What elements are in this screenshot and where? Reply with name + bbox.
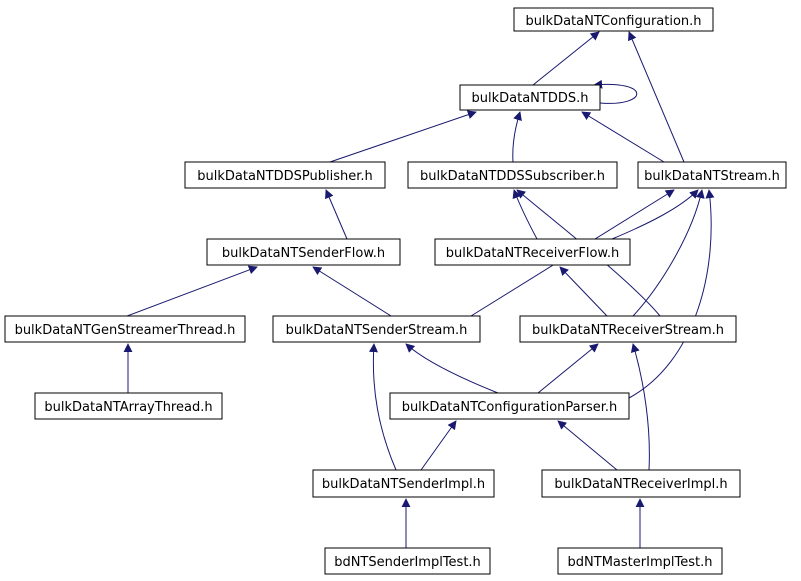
node-dds-box [459,84,601,111]
node-configuration-label: bulkDataNTConfiguration.h [525,14,701,29]
node-receiverstream[interactable]: bulkDataNTReceiverStream.h [519,315,737,343]
edge-subscriber-to-dds [512,111,522,163]
edge-dds-to-configuration [532,31,600,86]
node-senderimpl-box [312,469,495,498]
node-sendertest-box [324,547,491,575]
edge-publisher-to-dds [329,110,477,163]
node-publisher[interactable]: bulkDataNTDDSPublisher.h [184,161,386,189]
node-arraythread-box [34,392,223,420]
node-receiverflow-box [434,238,631,266]
node-receiverstream-label: bulkDataNTReceiverStream.h [532,323,724,338]
node-arraythread[interactable]: bulkDataNTArrayThread.h [34,392,223,420]
node-subscriber-label: bulkDataNTDDSSubscriber.h [420,169,605,184]
node-senderimpl-label: bulkDataNTSenderImpl.h [322,477,485,492]
edge-configparser-to-stream [628,189,715,399]
node-senderflow-box [206,238,401,266]
edge-receiverimpl-to-receiverstream [630,343,650,471]
node-publisher-label: bulkDataNTDDSPublisher.h [197,169,372,184]
edge-senderstream-to-senderflow [312,266,392,317]
edge-senderflow-to-publisher [325,189,348,240]
node-stream[interactable]: bulkDataNTStream.h [637,161,787,189]
node-senderflow-label: bulkDataNTSenderFlow.h [222,246,385,261]
edge-senderimpl-to-senderstream [368,343,397,471]
node-mastertest-label: bdNTMasterImplTest.h [568,555,713,570]
node-receiverflow[interactable]: bulkDataNTReceiverFlow.h [434,238,631,266]
node-subscriber-box [407,161,618,189]
node-configuration-root: bulkDataNTConfiguration.h [513,7,714,32]
edge-senderimpl-to-configparser [420,420,457,471]
edge-receiverstream-to-receiverflow [559,266,608,317]
node-genstreamer[interactable]: bulkDataNTGenStreamerThread.h [4,315,246,343]
node-configparser[interactable]: bulkDataNTConfigurationParser.h [389,392,630,420]
edge-stream-to-configuration [628,31,685,163]
edge-receiverflow-to-subscriber [512,189,538,240]
node-configuration-box [513,7,714,32]
node-receiverimpl[interactable]: bulkDataNTReceiverImpl.h [541,469,741,498]
node-sendertest-label: bdNTSenderImplTest.h [334,555,481,570]
node-dds-label: bulkDataNTDDS.h [472,91,589,106]
node-dds[interactable]: bulkDataNTDDS.h [459,84,601,111]
edge-receiverimpl-to-configparser [557,420,618,471]
node-senderimpl[interactable]: bulkDataNTSenderImpl.h [312,469,495,498]
node-mastertest[interactable]: bdNTMasterImplTest.h [557,547,723,575]
node-receiverstream-box [519,315,737,343]
node-publisher-box [184,161,386,189]
node-arraythread-label: bulkDataNTArrayThread.h [44,400,212,415]
edge-configparser-to-receiverstream [537,343,599,394]
edge-genstreamer-to-senderflow [126,265,258,317]
node-stream-box [637,161,787,189]
node-genstreamer-box [4,315,246,343]
node-receiverflow-label: bulkDataNTReceiverFlow.h [446,246,619,261]
node-senderstream-box [272,315,481,343]
node-senderstream-label: bulkDataNTSenderStream.h [286,323,468,338]
node-sendertest[interactable]: bdNTSenderImplTest.h [324,547,491,575]
node-configparser-box [389,392,630,420]
edge-receiverstream-to-stream [632,189,705,317]
edge-receiverflow-to-stream [611,189,699,240]
node-genstreamer-label: bulkDataNTGenStreamerThread.h [15,323,236,338]
node-receiverimpl-label: bulkDataNTReceiverImpl.h [554,477,727,492]
node-stream-label: bulkDataNTStream.h [644,169,780,184]
node-mastertest-box [557,547,723,575]
node-senderflow[interactable]: bulkDataNTSenderFlow.h [206,238,401,266]
edge-dds-self-loop [593,79,638,104]
edge-configparser-to-senderstream [405,343,499,394]
edge-stream-to-dds [581,111,665,163]
node-receiverimpl-box [541,469,741,498]
node-subscriber[interactable]: bulkDataNTDDSSubscriber.h [407,161,618,189]
node-configparser-label: bulkDataNTConfigurationParser.h [402,400,618,415]
node-senderstream[interactable]: bulkDataNTSenderStream.h [272,315,481,343]
